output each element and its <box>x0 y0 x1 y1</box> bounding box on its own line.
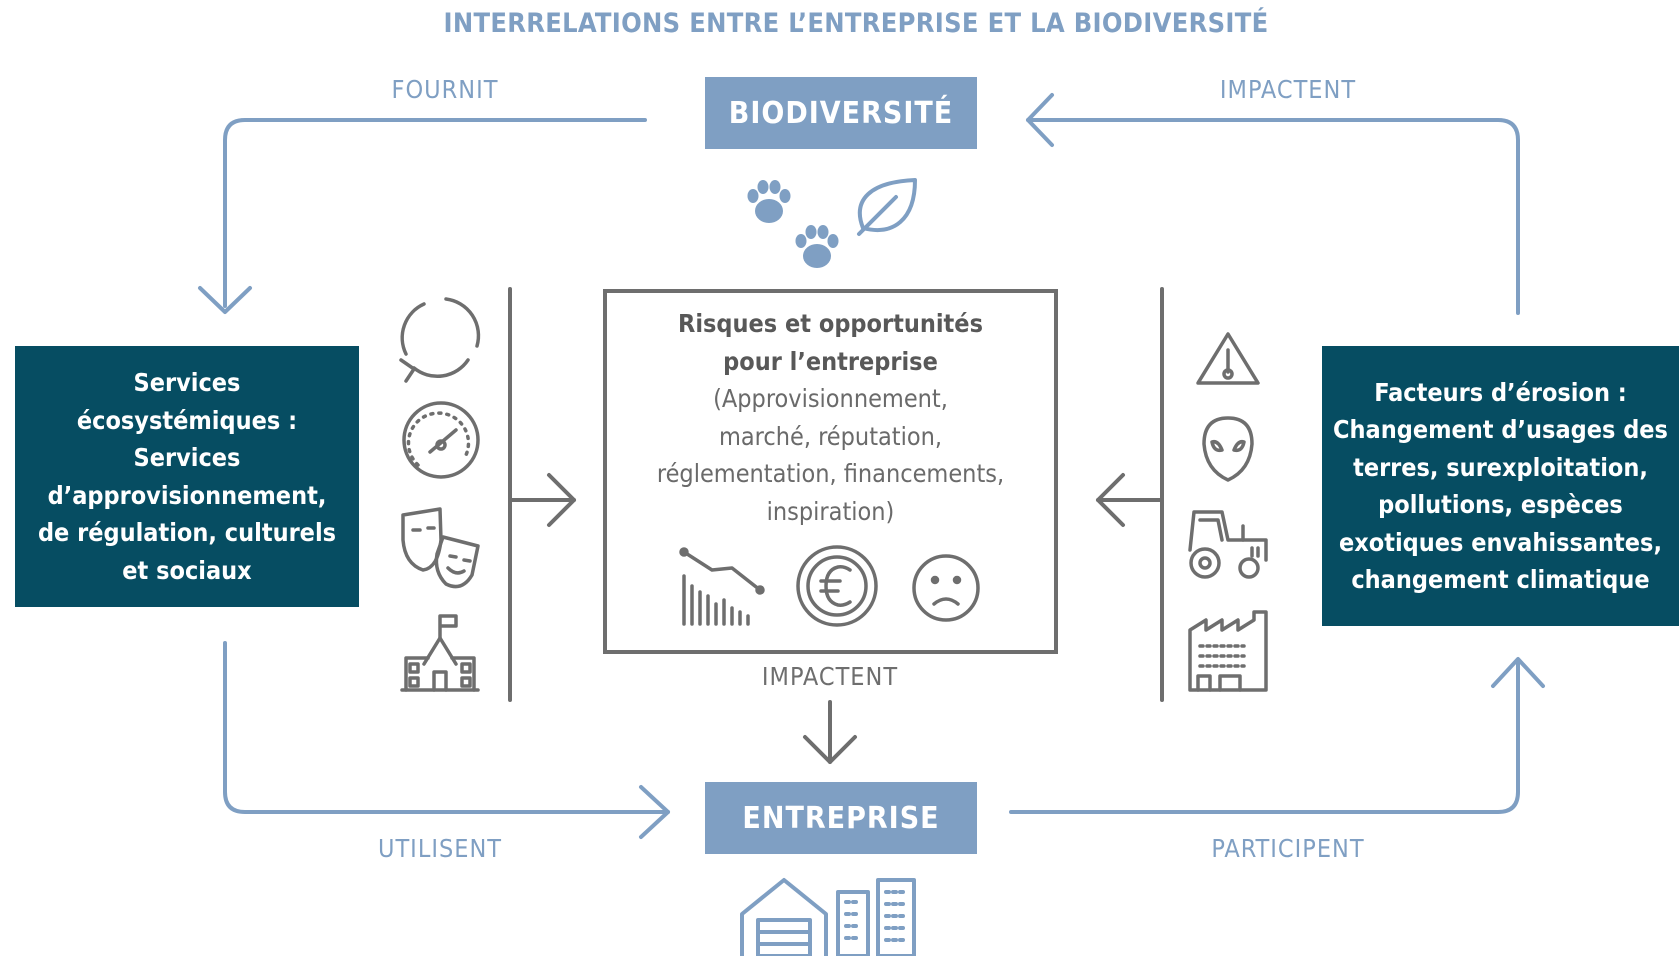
alien-icon <box>1202 416 1254 482</box>
services-to-center-arrowhead <box>547 473 576 527</box>
school-building-icon <box>400 614 480 692</box>
diagram-title: INTERRELATIONS ENTRE L’ENTREPRISE ET LA … <box>443 8 1269 39</box>
node-entreprise: ENTREPRISE <box>705 782 977 854</box>
paw-print-icon <box>747 180 791 223</box>
tractor-icon <box>1188 510 1268 579</box>
risks-title-line: pour l’entreprise <box>723 346 938 376</box>
risks-body-line: marché, réputation, <box>718 421 943 451</box>
warning-thermometer-icon <box>1196 332 1260 385</box>
services-line: de régulation, culturels <box>37 518 337 547</box>
fournit-connector <box>223 118 647 308</box>
node-biodiversite: BIODIVERSITÉ <box>705 77 977 149</box>
edge-label-utilisent: UTILISENT <box>377 834 503 863</box>
office-buildings-icon <box>836 878 916 956</box>
node-facteurs-erosion: Facteurs d’érosion : Changement d’usages… <box>1322 346 1679 626</box>
risks-body-line: (Approvisionnement, <box>713 384 948 413</box>
facteurs-line: terres, surexploitation, <box>1353 452 1648 482</box>
node-entreprise-label: ENTREPRISE <box>742 800 940 836</box>
participent-connector <box>1009 659 1520 814</box>
facteurs-line: exotiques envahissantes, <box>1338 527 1662 557</box>
services-line: d’approvisionnement, <box>47 480 327 510</box>
impactent-down-arrowhead <box>803 735 857 764</box>
utilisent-connector <box>223 641 670 814</box>
risks-body-line: réglementation, financements, <box>656 459 1005 488</box>
edge-label-impactent-center: IMPACTENT <box>761 662 899 691</box>
leaf-icon <box>857 178 917 236</box>
edge-label-impactent: IMPACTENT <box>1219 75 1357 104</box>
risks-body-line: inspiration) <box>766 496 895 526</box>
facteurs-line: changement climatique <box>1351 565 1650 594</box>
theater-masks-icon <box>401 507 480 589</box>
utilisent-arrowhead <box>639 785 670 839</box>
edge-label-participent: PARTICIPENT <box>1211 834 1365 863</box>
services-line: et sociaux <box>122 555 252 585</box>
erosion-to-center-arrowhead <box>1096 473 1125 527</box>
risks-title: Risques et opportunités pour l’entrepris… <box>607 305 1054 380</box>
warehouse-icon <box>740 878 828 956</box>
facteurs-line: Changement d’usages des <box>1333 415 1668 444</box>
facteurs-line: Facteurs d’érosion : <box>1374 377 1627 407</box>
factory-icon <box>1188 610 1268 692</box>
facteurs-line: pollutions, espèces <box>1378 490 1623 519</box>
services-line: écosystémiques : <box>76 405 298 435</box>
risks-title-line: Risques et opportunités <box>678 309 983 338</box>
impactent-top-connector <box>1026 118 1520 315</box>
participent-arrowhead <box>1491 657 1545 688</box>
gauge-icon <box>402 401 480 479</box>
services-line: Services <box>133 443 241 472</box>
impactent-top-arrowhead <box>1026 93 1054 147</box>
fournit-arrowhead <box>198 286 252 314</box>
paw-print-icon <box>795 225 839 268</box>
cycle-icon <box>399 297 481 383</box>
node-services-ecosystemiques: Services écosystémiques : Services d’app… <box>15 346 359 607</box>
edge-label-fournit: FOURNIT <box>391 75 499 104</box>
services-line: Services <box>133 368 241 397</box>
node-biodiversite-label: BIODIVERSITÉ <box>728 95 954 131</box>
risks-body: (Approvisionnement, marché, réputation, … <box>607 380 1054 530</box>
risks-opportunities-box: Risques et opportunités pour l’entrepris… <box>603 289 1058 654</box>
